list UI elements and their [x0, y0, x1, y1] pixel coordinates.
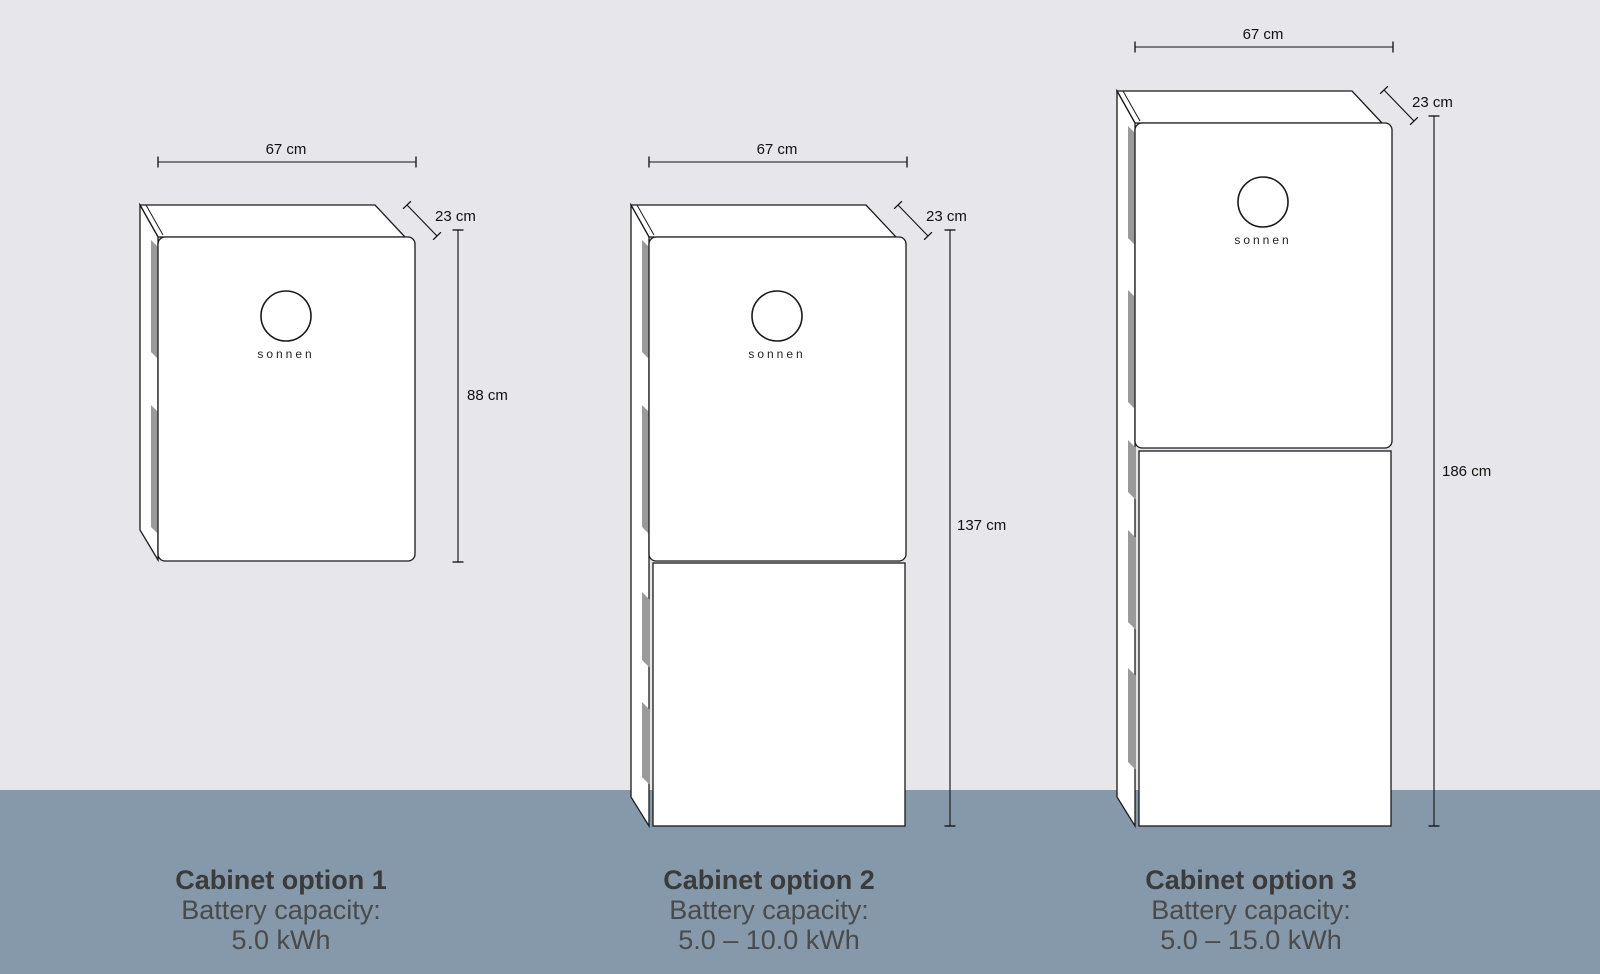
cabinet-3 [1115, 88, 1393, 829]
cabinet-2-caption-line1: Battery capacity: [669, 895, 869, 925]
cabinet-2-height-label: 137 cm [957, 517, 1006, 534]
cabinet-1-depth-label: 23 cm [435, 208, 476, 225]
cabinet-2-brand: sonnen [748, 347, 805, 361]
cabinet-1-brand: sonnen [257, 347, 314, 361]
cabinet-2-door [648, 236, 907, 562]
cabinet-3-depth-label: 23 cm [1412, 94, 1453, 111]
cabinet-2-width-label: 67 cm [757, 141, 798, 158]
cabinet-2-caption: Cabinet option 2 Battery capacity: 5.0 –… [619, 865, 919, 955]
cabinet-2-vents [642, 240, 650, 785]
cabinet-3-brand: sonnen [1234, 233, 1291, 247]
cabinet-1-caption-capacity: 5.0 kWh [231, 925, 331, 955]
cabinet-3-side [1116, 88, 1136, 829]
cabinet-3-caption-line1: Battery capacity: [1151, 895, 1351, 925]
cabinet-3-caption-title: Cabinet option 3 [1145, 865, 1357, 895]
cabinet-3-vents [1128, 126, 1136, 770]
cabinet-3-height-label: 186 cm [1442, 463, 1491, 480]
cabinet-2-side [630, 202, 650, 829]
cabinet-1 [138, 202, 416, 563]
cabinet-3-caption: Cabinet option 3 Battery capacity: 5.0 –… [1101, 865, 1401, 955]
cabinet-2-caption-title: Cabinet option 2 [663, 865, 875, 895]
cabinet-3-door [1134, 122, 1393, 449]
cabinet-2-logo-ring [751, 290, 803, 342]
cabinet-2-dimensions [648, 156, 956, 827]
cabinet-1-caption-line1: Battery capacity: [181, 895, 381, 925]
cabinet-1-width-label: 67 cm [266, 141, 307, 158]
cabinet-1-top [138, 204, 407, 238]
cabinet-2-depth-label: 23 cm [926, 208, 967, 225]
cabinet-3-width-label: 67 cm [1243, 26, 1284, 43]
cabinet-1-caption-title: Cabinet option 1 [175, 865, 387, 895]
cabinet-2 [629, 202, 907, 829]
cabinet-1-vents [151, 240, 159, 535]
cabinet-1-dimensions [157, 156, 464, 563]
cabinet-2-caption-capacity: 5.0 – 10.0 kWh [678, 925, 860, 955]
cabinet-3-top [1115, 90, 1384, 124]
cabinet-2-top [629, 204, 898, 238]
cabinet-3-lower-module [1138, 450, 1392, 827]
cabinet-3-logo-ring [1237, 176, 1289, 228]
cabinet-2-lower-module [652, 562, 906, 827]
cabinet-1-door [157, 236, 416, 562]
cabinet-3-dimensions [1134, 41, 1440, 827]
cabinet-1-logo-ring [260, 290, 312, 342]
cabinet-1-height-label: 88 cm [467, 387, 508, 404]
cabinet-3-caption-capacity: 5.0 – 15.0 kWh [1160, 925, 1342, 955]
cabinet-1-caption: Cabinet option 1 Battery capacity: 5.0 k… [131, 865, 431, 955]
